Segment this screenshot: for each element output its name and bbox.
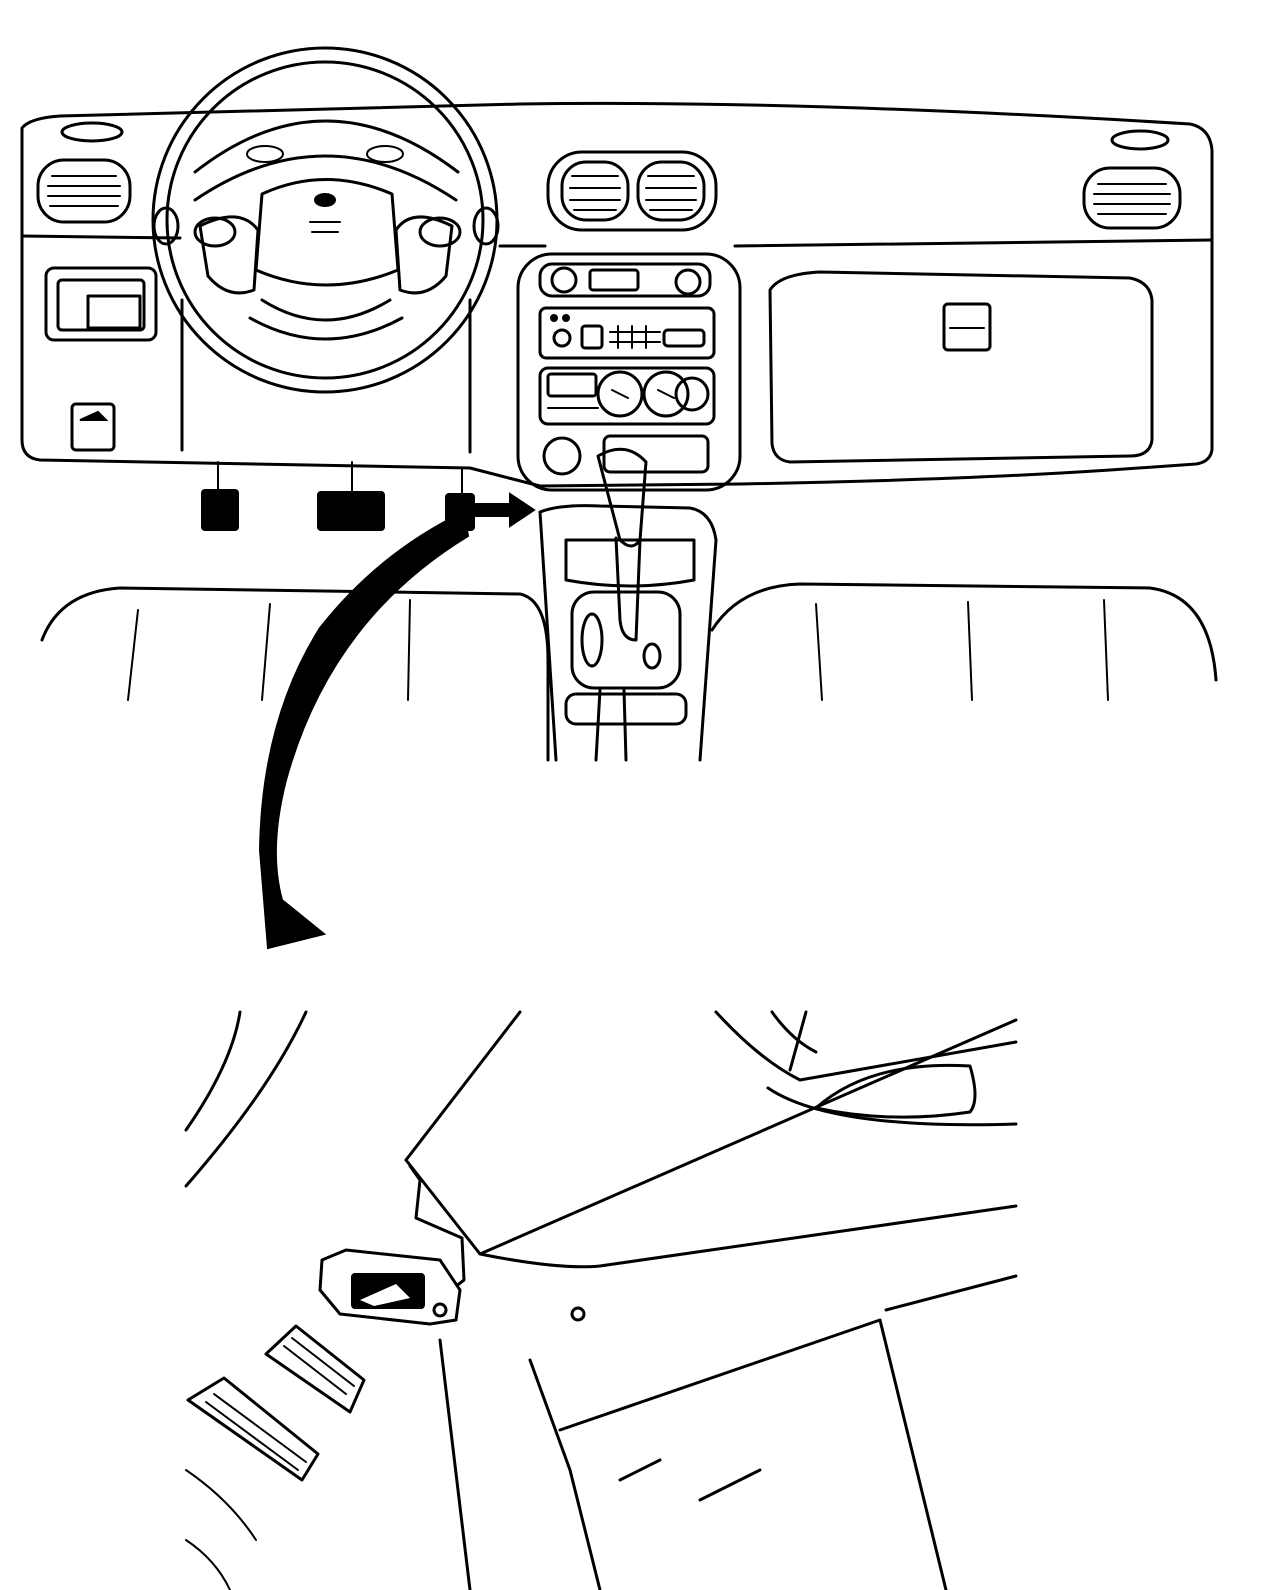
lower-dash-edge [184,1010,522,1188]
hood-release-switch [70,402,116,452]
dashboard-overview [20,46,1218,950]
defrost-vent-left [60,121,124,143]
dashboard-outline [20,101,1214,488]
shift-lever [538,447,718,762]
pointer-arrow [473,492,536,528]
air-vent-left [36,158,132,224]
floor-carpet [438,1274,1018,1590]
pedal-detail-icon [186,1324,366,1482]
defrost-vent-right [1110,129,1170,151]
glove-box [768,270,1154,464]
knee-bolster [404,1018,1018,1269]
curved-arrow-icon [258,510,470,950]
under-dash-detail [184,1010,1018,1590]
fastener [570,1306,586,1322]
headlamp-switch [44,266,158,342]
seats [40,582,1218,762]
air-vent-right [1082,166,1182,230]
upper-dash-panel [714,1010,1018,1127]
steering-column [180,298,472,454]
pedal-icon [201,461,475,531]
air-vent-center [546,150,718,232]
mounting-bracket [408,1164,466,1302]
connector-icon [318,1248,462,1326]
steering-wheel-icon [151,46,500,394]
center-console [516,252,742,492]
